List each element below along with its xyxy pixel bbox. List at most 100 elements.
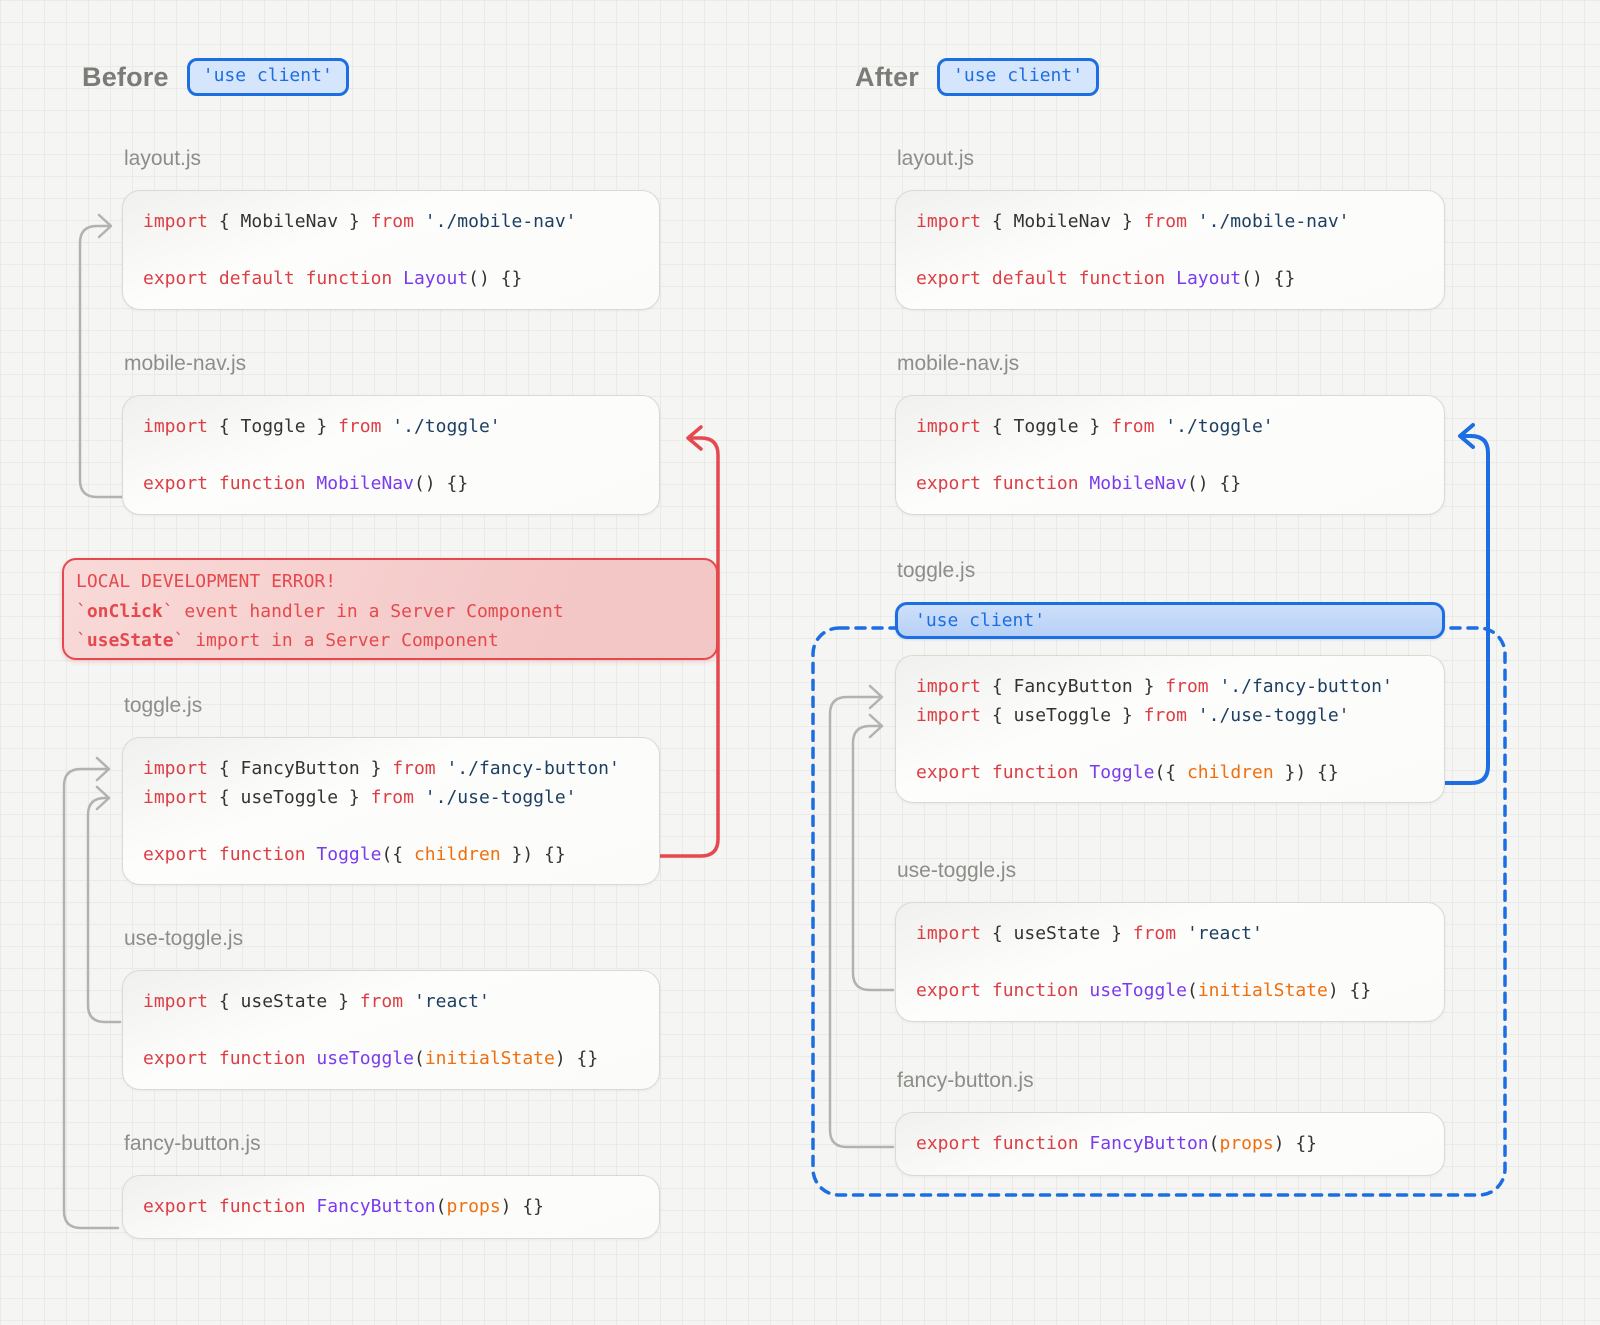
file-label: layout.js <box>897 147 975 170</box>
code-token <box>981 473 992 494</box>
code-token: { useToggle } <box>208 787 371 808</box>
code-token: function <box>218 1048 306 1069</box>
code-token: './use-toggle' <box>1186 705 1350 726</box>
code-card: import { Toggle } from './toggle'export … <box>122 395 660 515</box>
code-token: './use-toggle' <box>413 787 577 808</box>
code-token: import <box>916 923 982 944</box>
code-token: function <box>218 473 306 494</box>
code-token: FancyButton <box>1089 1133 1209 1154</box>
code-token <box>306 1196 317 1217</box>
code-token <box>295 268 306 289</box>
code-token: ) {} <box>1327 980 1372 1001</box>
file-label: use-toggle.js <box>124 927 244 950</box>
code-token: export <box>916 268 982 289</box>
code-token: ({ <box>1154 762 1187 783</box>
code-token: Toggle <box>1089 762 1155 783</box>
code-token: ) {} <box>554 1048 599 1069</box>
code-token <box>208 473 219 494</box>
code-card: import { Toggle } from './toggle'export … <box>895 395 1445 515</box>
code-token: export <box>143 1048 209 1069</box>
code-line: import { useToggle } from './use-toggle' <box>143 786 641 810</box>
code-token: export <box>916 473 982 494</box>
code-token: () {} <box>413 473 469 494</box>
code-card: import { MobileNav } from './mobile-nav'… <box>895 190 1445 310</box>
code-line: export default function Layout() {} <box>916 267 1426 291</box>
arrow-fancy-button-to-toggle-after <box>828 684 895 1149</box>
code-token: from <box>370 211 414 232</box>
before-title: Before <box>82 61 169 92</box>
code-token: from <box>1143 705 1187 726</box>
file-layout-after: layout.js import { MobileNav } from './mo… <box>895 146 1445 310</box>
code-token: Layout <box>1176 268 1242 289</box>
code-token <box>306 1048 317 1069</box>
code-token: 'react' <box>1176 923 1263 944</box>
arrow-fancy-button-to-toggle-before <box>62 756 120 1230</box>
code-token <box>981 980 992 1001</box>
code-token: ` event handler in a Server Component <box>162 600 564 622</box>
code-token <box>1079 980 1090 1001</box>
code-line: export function useToggle(initialState) … <box>916 979 1426 1003</box>
code-token: 'react' <box>403 991 490 1012</box>
code-token: function <box>991 980 1079 1001</box>
code-token <box>981 762 992 783</box>
code-line: export function FancyButton(props) {} <box>143 1195 641 1219</box>
code-token <box>1068 268 1079 289</box>
code-token: Toggle <box>316 844 382 865</box>
code-token: useToggle <box>316 1048 414 1069</box>
code-token: ) {} <box>1273 1133 1318 1154</box>
code-token: './fancy-button' <box>1208 676 1393 697</box>
code-token: function <box>218 844 306 865</box>
code-token: from <box>1132 923 1177 944</box>
code-card: export function FancyButton(props) {} <box>122 1175 660 1239</box>
code-token: () {} <box>468 268 523 289</box>
code-token: MobileNav <box>1089 473 1187 494</box>
code-line: export function MobileNav() {} <box>916 472 1426 496</box>
code-token: { MobileNav } <box>208 211 371 232</box>
code-token: ({ <box>381 844 414 865</box>
file-label: layout.js <box>124 147 202 170</box>
code-token: LOCAL DEVELOPMENT ERROR! <box>76 571 337 592</box>
file-label: toggle.js <box>897 559 976 582</box>
code-token: import <box>916 416 982 437</box>
code-line: import { useToggle } from './use-toggle' <box>916 704 1426 728</box>
code-token: from <box>392 758 436 779</box>
code-token: './fancy-button' <box>435 758 620 779</box>
code-token: { FancyButton } <box>208 758 393 779</box>
use-client-badge-after: 'use client' <box>937 58 1100 96</box>
file-label: fancy-button.js <box>124 1132 261 1155</box>
code-token: from <box>338 416 382 437</box>
code-token: export <box>143 844 209 865</box>
code-line: import { Toggle } from './toggle' <box>143 415 641 439</box>
file-label: mobile-nav.js <box>897 352 1020 375</box>
code-token: }) {} <box>1273 762 1339 783</box>
code-token: import <box>916 705 982 726</box>
code-card: import { FancyButton } from './fancy-but… <box>895 655 1445 803</box>
code-token: useState <box>86 630 174 651</box>
code-token: from <box>1143 211 1187 232</box>
code-token: export <box>143 473 209 494</box>
code-token <box>1079 473 1090 494</box>
code-line: `useState` import in a Server Component <box>76 626 702 656</box>
code-line: import { useState } from 'react' <box>916 922 1426 946</box>
use-client-directive-banner: 'use client' <box>895 602 1445 639</box>
file-fancy-button-before: fancy-button.js export function FancyButt… <box>122 1131 660 1239</box>
arrow-mobile-nav-to-layout-before <box>78 213 124 499</box>
code-token: import <box>916 676 982 697</box>
code-token: initialState <box>1197 980 1328 1001</box>
file-toggle-after: toggle.js 'use client' import { FancyButto… <box>895 558 1445 803</box>
after-header: After 'use client' <box>855 58 1100 96</box>
code-token <box>208 1196 219 1217</box>
code-token: ( <box>1208 1133 1220 1154</box>
code-token <box>981 1133 992 1154</box>
code-token: initialState <box>424 1048 555 1069</box>
code-token: ` <box>76 600 87 622</box>
code-token: MobileNav <box>316 473 414 494</box>
before-header: Before 'use client' <box>82 58 349 96</box>
arrow-toggle-to-mobile-nav-client <box>1443 423 1490 785</box>
code-token: { MobileNav } <box>981 211 1144 232</box>
code-token <box>208 1048 219 1069</box>
